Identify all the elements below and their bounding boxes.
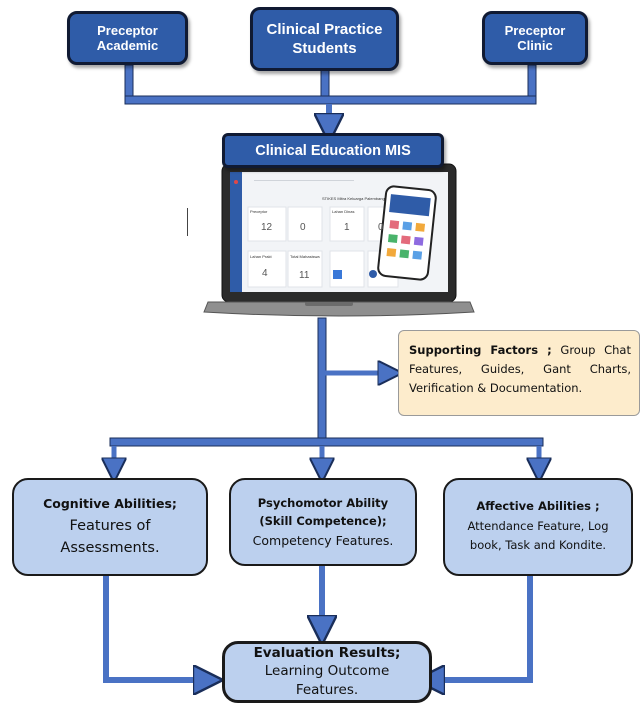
laptop-illustration bbox=[203, 163, 475, 317]
path-affective-to-evaluation bbox=[430, 576, 533, 680]
card-5-value: 4 bbox=[262, 268, 268, 279]
psychomotor-title: Psychomotor Ability (Skill Competence); bbox=[257, 496, 389, 528]
card-3-label: Lahan Dinas bbox=[332, 209, 355, 214]
mis-title: Clinical Education MIS bbox=[255, 142, 411, 159]
card-1-value: 12 bbox=[261, 222, 273, 233]
card-3-value: 1 bbox=[344, 222, 350, 233]
evaluation-title: Evaluation Results; bbox=[253, 645, 401, 661]
card-6-value: 11 bbox=[299, 270, 310, 281]
cognitive-title: Cognitive Abilities; bbox=[43, 495, 177, 511]
cognitive-abilities-box: Cognitive Abilities; Features of Assessm… bbox=[12, 478, 208, 576]
screen-header-text: STIKES Mitra Keluarga Palembang bbox=[322, 196, 385, 201]
preceptor-academic-label: Preceptor Academic bbox=[96, 23, 159, 53]
affective-abilities-box: Affective Abilities ; Attendance Feature… bbox=[443, 478, 633, 576]
supporting-factors-text: Group Chat Features, Guides, Gant Charts… bbox=[409, 343, 631, 395]
affective-body: Attendance Feature, Log book, Task and K… bbox=[467, 519, 609, 552]
cognitive-body: Features of Assessments. bbox=[60, 517, 160, 556]
supporting-factors-box: Supporting Factors ; Group Chat Features… bbox=[398, 330, 640, 416]
psychomotor-body: Competency Features. bbox=[252, 533, 394, 548]
card-6-label: Total Mahasiswa bbox=[290, 254, 320, 259]
card-5-label: Lahan Prakt bbox=[250, 254, 272, 259]
distributor-bar bbox=[109, 437, 544, 447]
clinical-practice-students-label: Clinical Practice Students bbox=[266, 21, 383, 57]
card-2-value: 0 bbox=[300, 222, 306, 233]
evaluation-results-box: Evaluation Results; Learning Outcome Fea… bbox=[222, 641, 432, 703]
affective-title: Affective Abilities ; bbox=[476, 499, 600, 513]
preceptor-clinic-label: Preceptor Clinic bbox=[504, 23, 566, 53]
trunk-line bbox=[317, 317, 327, 445]
card-1-label: Preceptor bbox=[250, 209, 268, 214]
clinical-practice-students-box: Clinical Practice Students bbox=[250, 7, 399, 71]
laptop-base bbox=[203, 301, 475, 317]
evaluation-body: Learning Outcome Features. bbox=[264, 663, 390, 698]
divider-mark bbox=[187, 208, 188, 236]
preceptor-academic-box: Preceptor Academic bbox=[67, 11, 188, 65]
preceptor-clinic-box: Preceptor Clinic bbox=[482, 11, 588, 65]
mis-title-box: Clinical Education MIS bbox=[222, 133, 444, 168]
psychomotor-ability-box: Psychomotor Ability (Skill Competence); … bbox=[229, 478, 417, 566]
path-cognitive-to-evaluation bbox=[103, 576, 208, 680]
supporting-factors-title: Supporting Factors ; bbox=[409, 343, 552, 357]
card-4-value: 0 bbox=[378, 222, 384, 233]
